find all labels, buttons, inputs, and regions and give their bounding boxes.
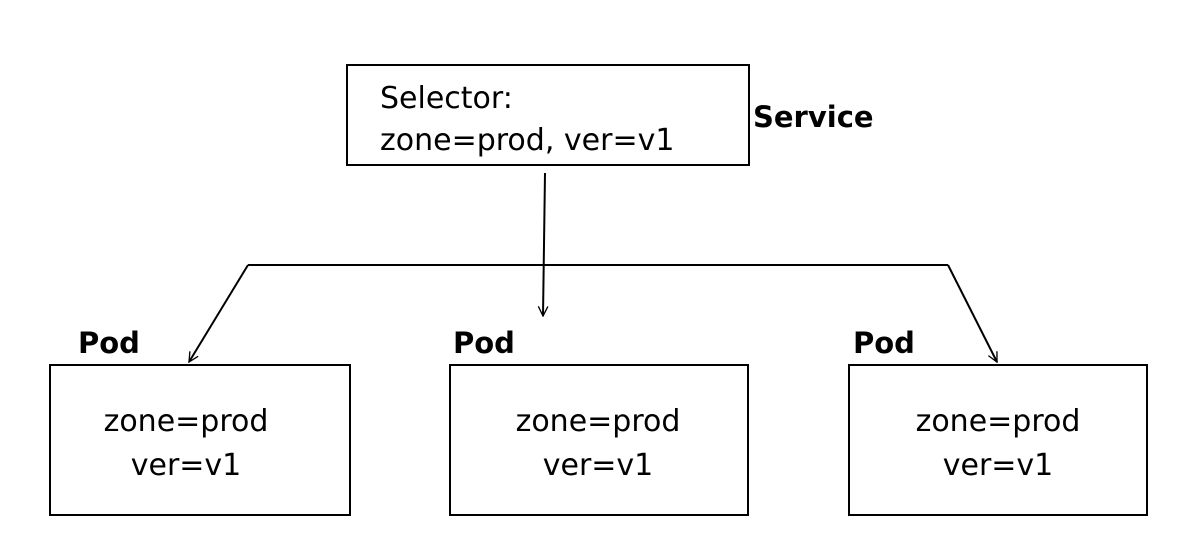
pod-box	[449, 364, 749, 516]
service-label: Service	[753, 100, 874, 134]
pod-label: Pod	[853, 326, 915, 360]
pod-box	[49, 364, 351, 516]
arrow-to-pod-1	[188, 264, 249, 362]
service-node: Selector: zone=prod, ver=v1 Service	[346, 64, 874, 166]
connectors	[188, 172, 998, 362]
service-selector-value: zone=prod, ver=v1	[380, 123, 674, 158]
service-selector-title: Selector:	[380, 81, 513, 116]
service-box	[346, 64, 750, 166]
pod-label: Pod	[453, 326, 515, 360]
arrow-to-pod-3	[947, 264, 998, 362]
service-to-pods-arrow	[543, 172, 545, 316]
pod-ver-label: ver=v1	[943, 448, 1054, 483]
pod-box	[848, 364, 1148, 516]
pod-node-3: Pod zone=prod ver=v1	[848, 326, 1148, 516]
pod-ver-label: ver=v1	[131, 448, 242, 483]
pod-node-1: Pod zone=prod ver=v1	[49, 326, 351, 516]
pod-zone-label: zone=prod	[516, 404, 681, 439]
pod-zone-label: zone=prod	[104, 404, 269, 439]
pod-node-2: Pod zone=prod ver=v1	[449, 326, 749, 516]
pod-ver-label: ver=v1	[543, 448, 654, 483]
pod-zone-label: zone=prod	[916, 404, 1081, 439]
pod-label: Pod	[78, 326, 140, 360]
